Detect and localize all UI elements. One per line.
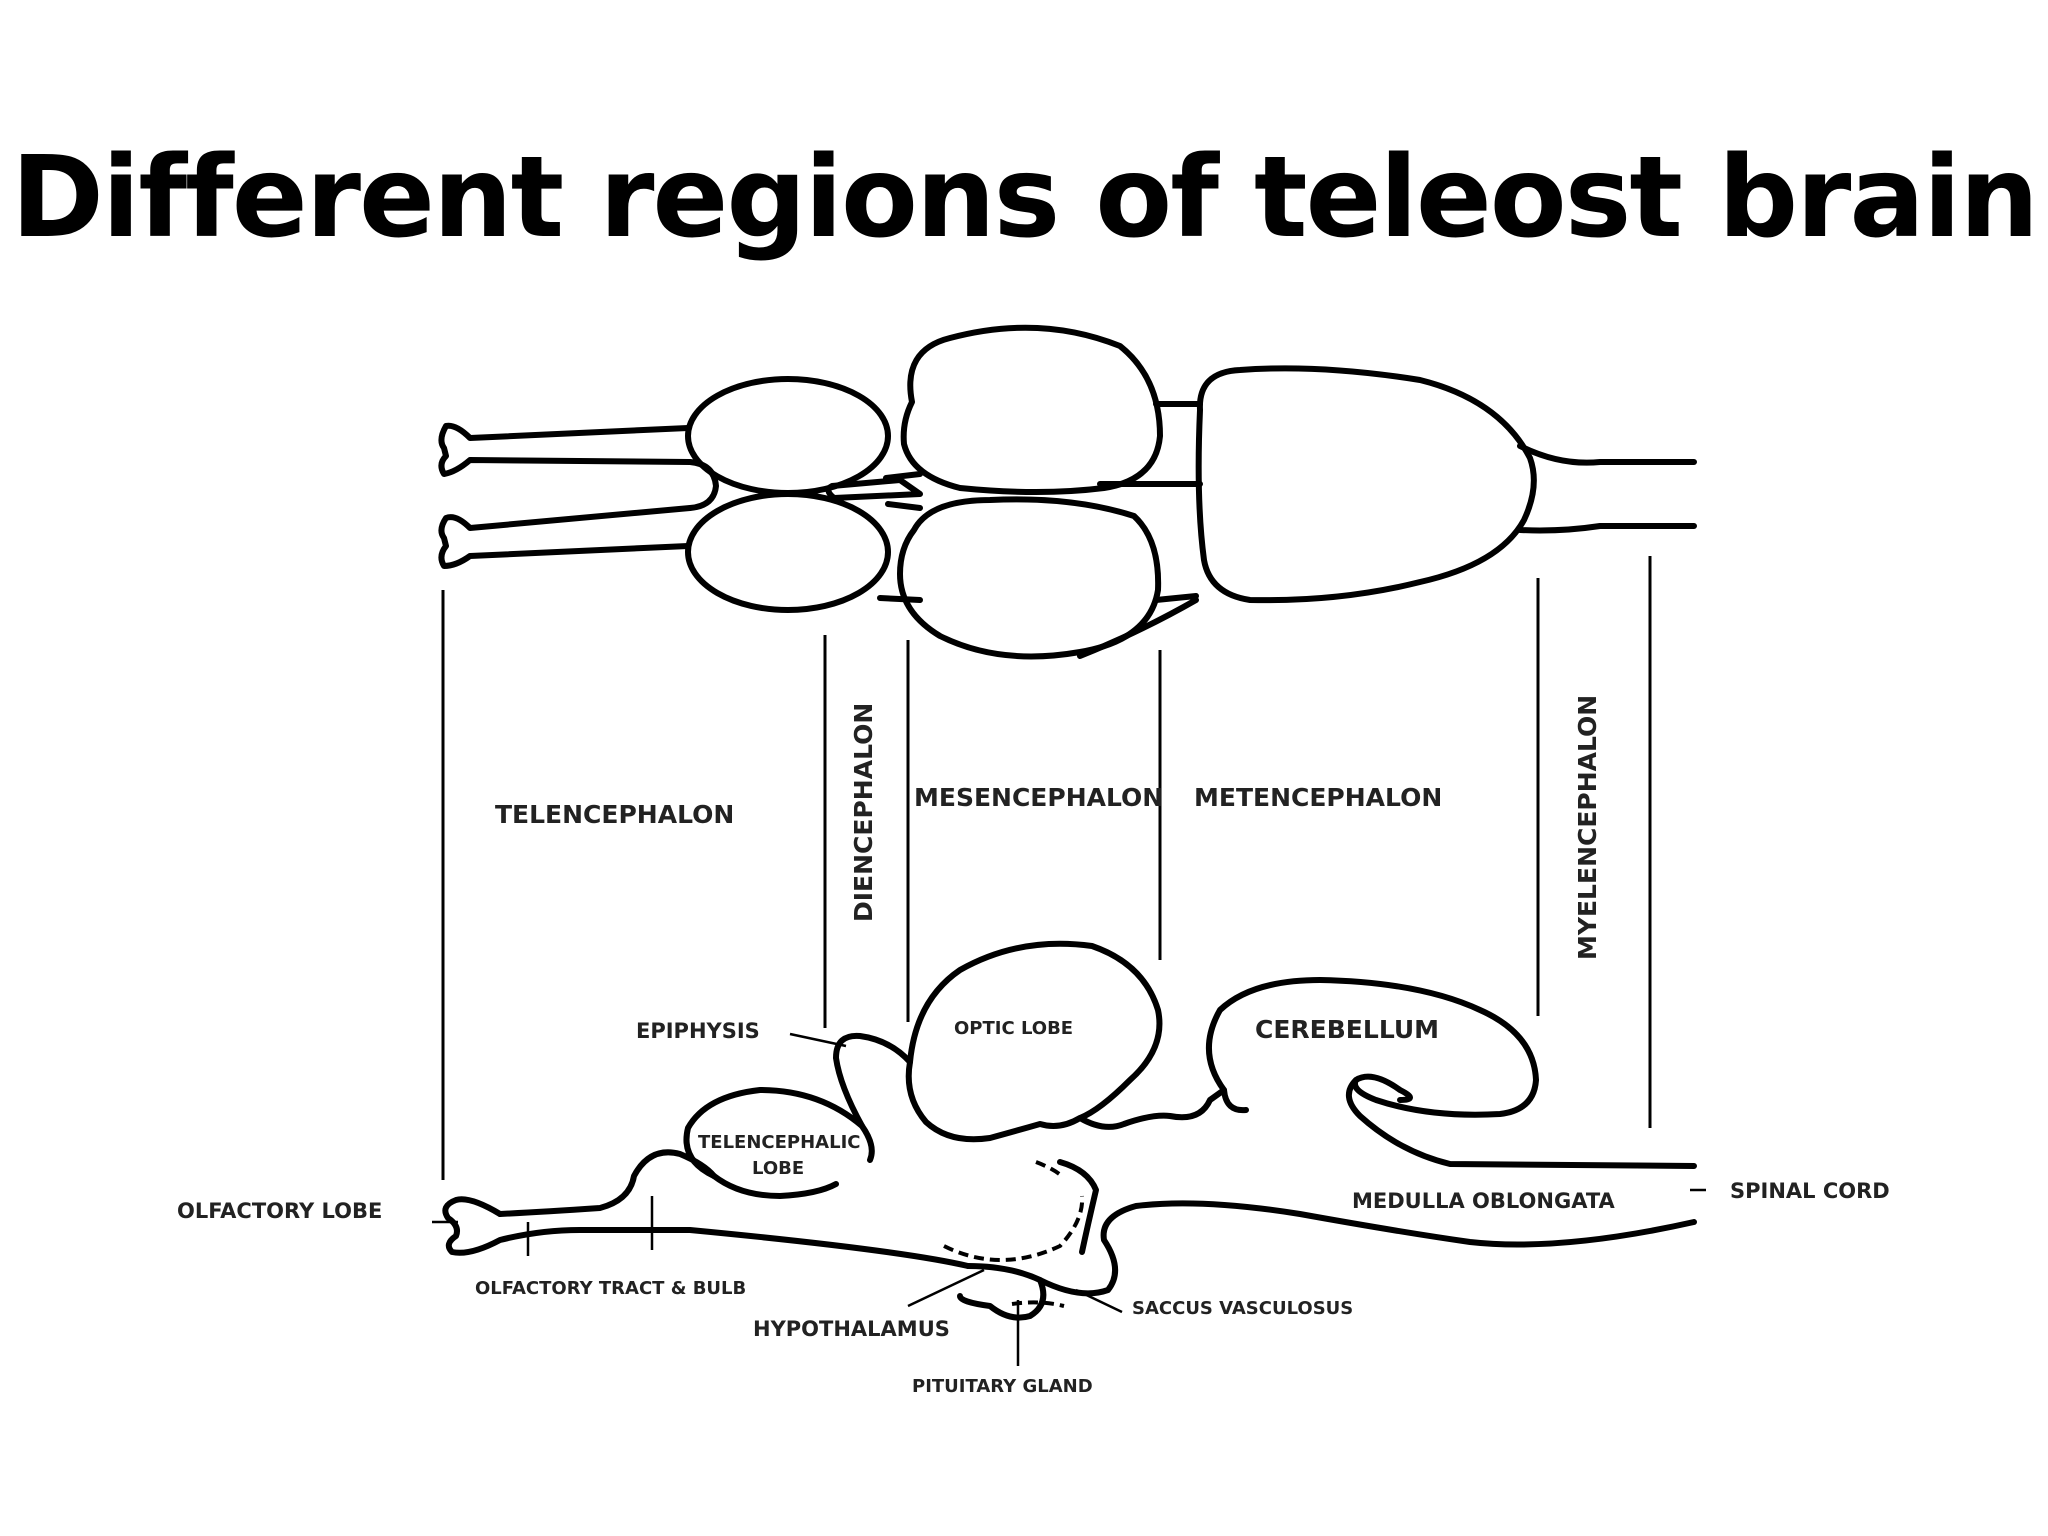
olfactory-stalk-lower <box>438 505 693 569</box>
dorsal-diencephalon <box>825 471 923 603</box>
lateral-telencephalic-inner <box>711 1173 839 1199</box>
label-pituitary-gland: PITUITARY GLAND <box>912 1376 1093 1397</box>
dorsal-optic-lobe-upper <box>900 324 1163 495</box>
olfactory-stalk-upper <box>438 422 693 477</box>
dorsal-view <box>438 324 1697 660</box>
lateral-olfactory-lobe <box>442 1196 971 1269</box>
label-olfactory-tract-bulb: OLFACTORY TRACT & BULB <box>475 1278 746 1299</box>
lateral-saccus-vasculosus <box>1037 1200 1697 1297</box>
lateral-telencephalic-lobe <box>683 1087 875 1179</box>
label-telencephalon: TELENCEPHALON <box>495 800 734 829</box>
dorsal-spinal-cord <box>1517 443 1697 534</box>
lateral-ventral-outline <box>957 1263 1047 1321</box>
lateral-optic-to-cerebellum <box>1077 1087 1249 1130</box>
lateral-dashed-pituitary <box>1011 1300 1065 1308</box>
leader-lines <box>432 1032 1706 1366</box>
lateral-dashed-top <box>1035 1160 1064 1178</box>
lateral-view <box>442 940 1697 1321</box>
label-diencephalon: DIENCEPHALON <box>849 703 878 922</box>
lateral-epiphysis <box>833 1032 913 1129</box>
dorsal-midbrain-connectors <box>1077 401 1203 659</box>
lateral-dashed-hypothalamus <box>943 1195 1085 1262</box>
region-dividers <box>441 556 1652 1180</box>
label-telencephalic-line2: LOBE <box>752 1158 804 1179</box>
lateral-olfactory-tract-top <box>497 1149 717 1217</box>
label-myelencephalon: MYELENCEPHALON <box>1573 695 1602 960</box>
lateral-medulla-top <box>1346 1077 1697 1169</box>
labels: TELENCEPHALON DIENCEPHALON MESENCEPHALON… <box>177 695 1890 1397</box>
dorsal-cerebellum <box>1195 365 1537 604</box>
dorsal-telencephalon-upper <box>685 376 891 496</box>
label-optic-lobe: OPTIC LOBE <box>954 1018 1073 1039</box>
leader-epiphysis <box>789 1032 847 1048</box>
leader-saccus <box>1075 1288 1123 1314</box>
label-spinal-cord: SPINAL CORD <box>1730 1179 1890 1203</box>
dorsal-optic-lobe-lower <box>897 496 1162 660</box>
label-cerebellum: CEREBELLUM <box>1255 1015 1439 1044</box>
lateral-cerebellum <box>1206 977 1539 1118</box>
label-epiphysis: EPIPHYSIS <box>636 1019 760 1043</box>
label-saccus-vasculosus: SACCUS VASCULOSUS <box>1132 1298 1353 1319</box>
label-medulla-oblongata: MEDULLA OBLONGATA <box>1352 1189 1616 1213</box>
label-mesencephalon: MESENCEPHALON <box>914 783 1163 812</box>
leader-hypothalamus <box>907 1268 985 1308</box>
lateral-optic-lobe <box>905 940 1163 1143</box>
lateral-hypothalamus <box>1057 1159 1099 1255</box>
slide-title: Different regions of teleost brain <box>10 133 2039 263</box>
label-olfactory-lobe: OLFACTORY LOBE <box>177 1199 382 1223</box>
label-metencephalon: METENCEPHALON <box>1194 783 1442 812</box>
label-telencephalic-line1: TELENCEPHALIC <box>698 1132 860 1153</box>
label-hypothalamus: HYPOTHALAMUS <box>753 1317 950 1341</box>
dorsal-telencephalon-lower <box>685 491 891 613</box>
